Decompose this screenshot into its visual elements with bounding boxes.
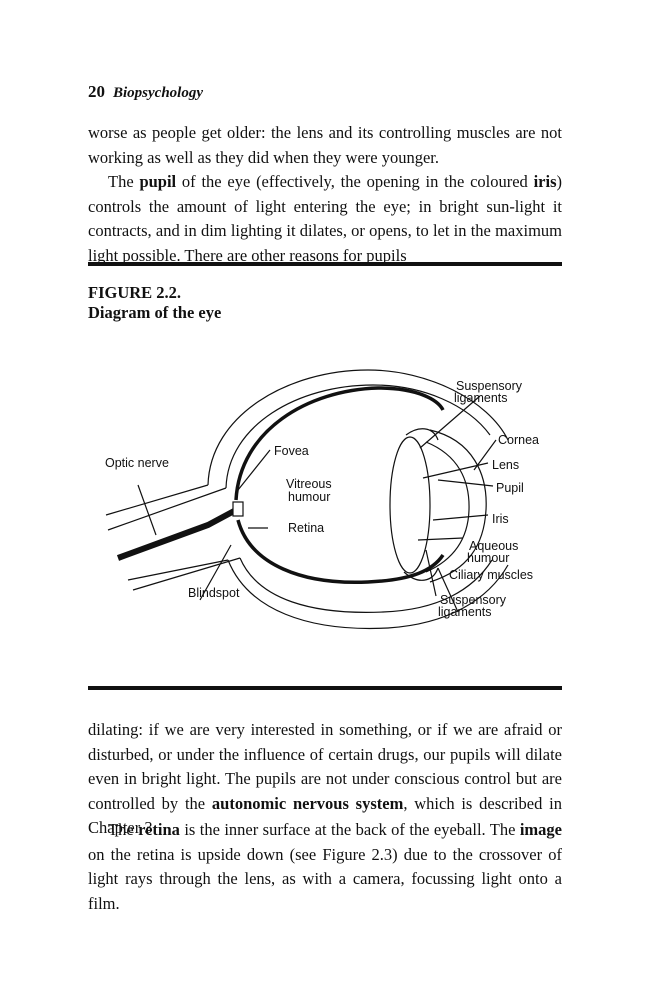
figure-top-rule <box>88 262 562 266</box>
label-lens: Lens <box>492 458 519 472</box>
term-image: image <box>519 820 562 839</box>
text-run: dilating: if we are very interested in s… <box>88 720 562 813</box>
sclera-outer-bottom <box>227 559 509 630</box>
sclera-inner <box>225 384 491 489</box>
text-run: of the eye (effectively, the opening in … <box>176 172 534 191</box>
retina <box>234 386 445 501</box>
figure-number: FIGURE 2.2. <box>88 283 182 302</box>
figure-bottom-rule <box>88 686 562 690</box>
label-cornea: Cornea <box>498 433 539 447</box>
running-header: 20 Biopsychology <box>88 82 203 102</box>
figure-caption: Diagram of the eye <box>88 303 222 322</box>
term-autonomic-nervous-system: autonomic nervous system <box>211 793 404 813</box>
label-ciliary: Ciliary muscles <box>449 568 533 582</box>
label-aqueous-2: humour <box>467 551 509 565</box>
label-suspensory-top-1: Suspensory <box>456 379 523 393</box>
paragraph-4: The retina is the inner surface at the b… <box>88 818 562 916</box>
eye-diagram: Optic nerve Fovea Vitreous humour Retina… <box>105 369 539 630</box>
optic-nerve <box>116 507 238 561</box>
text-run: The <box>108 820 139 839</box>
cornea <box>429 429 487 583</box>
term-pupil: pupil <box>139 172 177 191</box>
label-retina: Retina <box>288 521 324 535</box>
label-iris: Iris <box>492 512 509 526</box>
label-fovea: Fovea <box>274 444 309 458</box>
page-number: 20 <box>88 82 105 101</box>
text-run: ) controls the amount of light entering … <box>88 172 562 265</box>
paragraph-2: The pupil of the eye (effectively, the o… <box>88 170 562 268</box>
label-aqueous-1: Aqueous <box>469 539 518 553</box>
term-iris: iris <box>533 172 557 191</box>
paragraph-3: dilating: if we are very interested in s… <box>88 718 562 841</box>
label-suspensory-bottom-1: Suspensory <box>440 593 507 607</box>
paragraph-1: worse as people get older: the lens and … <box>88 121 562 170</box>
label-vitreous-2: humour <box>288 490 330 504</box>
blindspot-marker <box>232 501 244 517</box>
paragraph-1-text: worse as people get older: the lens and … <box>88 123 562 167</box>
figure-label: FIGURE 2.2. Diagram of the eye <box>88 283 221 323</box>
label-vitreous-1: Vitreous <box>286 477 332 491</box>
text-run: The <box>108 172 140 191</box>
term-retina: retina <box>138 820 180 839</box>
label-pupil: Pupil <box>496 481 524 495</box>
running-title: Biopsychology <box>113 85 203 101</box>
lens <box>389 436 431 574</box>
label-optic-nerve: Optic nerve <box>105 456 169 470</box>
sclera-inner-bottom <box>239 557 493 613</box>
text-run: on the retina is upside down (see Figure… <box>88 844 562 913</box>
text-run: is the inner surface at the back of the … <box>179 820 520 839</box>
label-suspensory-top-2: ligaments <box>454 391 508 405</box>
label-suspensory-bottom-2: ligaments <box>438 605 492 619</box>
text-run: , which is described in Chapter 3. <box>88 793 562 838</box>
sclera-outer <box>207 369 509 486</box>
label-blindspot: Blindspot <box>188 586 240 600</box>
